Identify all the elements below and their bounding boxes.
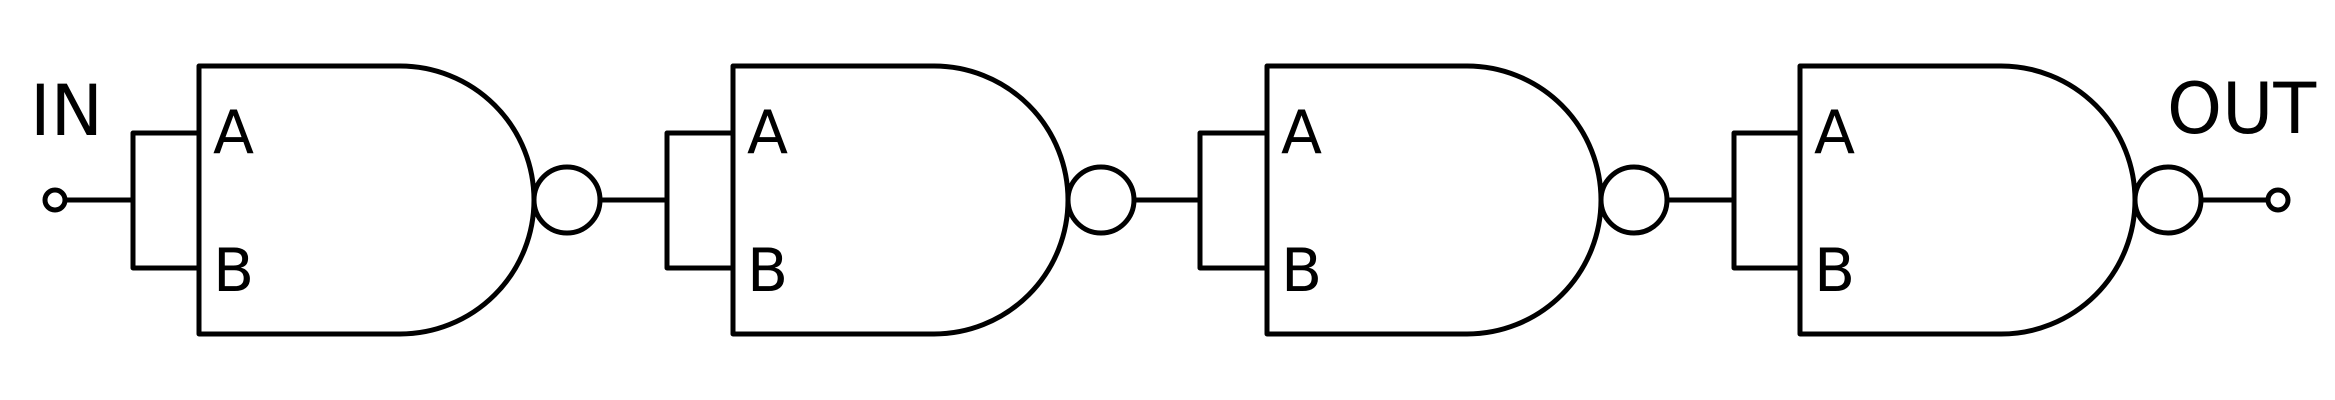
gate-3-inverter-bubble xyxy=(1598,164,1670,236)
output-terminal xyxy=(2265,187,2291,213)
nand-gate-3: A B xyxy=(1197,63,1670,337)
gate-1-inverter-bubble xyxy=(531,164,603,236)
output-label: OUT xyxy=(2167,68,2316,150)
gate-1-input-b-label: B xyxy=(213,236,254,306)
nand-gate-2: A B xyxy=(664,63,1137,337)
gate-2-input-b-label: B xyxy=(747,236,788,306)
gate-2-input-a-label: A xyxy=(747,98,788,168)
gate-4-input-a-label: A xyxy=(1814,98,1855,168)
gate-3-input-tie xyxy=(1197,130,1267,271)
input-terminal xyxy=(42,187,68,213)
gate-3-input-b-label: B xyxy=(1281,236,1322,306)
gate-4-input-tie xyxy=(1731,130,1800,271)
gate-1-input-tie xyxy=(130,130,199,271)
gate-2-input-tie xyxy=(664,130,733,271)
gate-4-input-b-label: B xyxy=(1814,236,1855,306)
gate-1-input-a-label: A xyxy=(213,98,254,168)
gate-2-inverter-bubble xyxy=(1065,164,1137,236)
gate-3-input-a-label: A xyxy=(1281,98,1322,168)
nand-gate-1: A B xyxy=(130,63,603,337)
nand-gate-4: A B xyxy=(1731,63,2204,337)
gate-4-inverter-bubble xyxy=(2132,164,2204,236)
input-label: IN xyxy=(30,70,103,152)
